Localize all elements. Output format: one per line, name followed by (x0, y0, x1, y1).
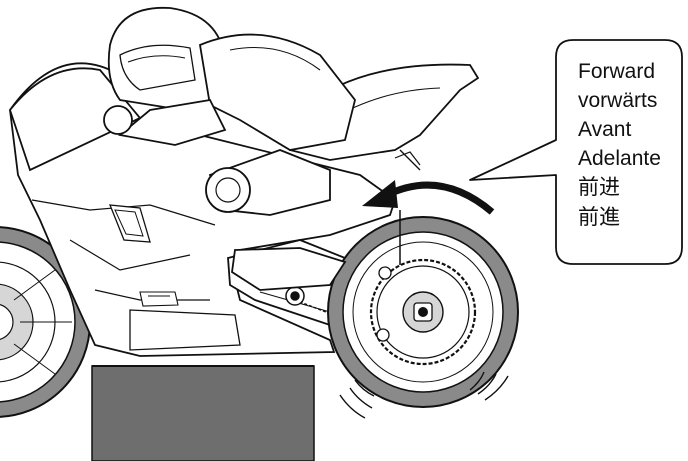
callout-line-forward-es: Adelante (578, 147, 661, 170)
callout-line-forward-zh-simplified: 前进 (578, 176, 620, 199)
callout-line-forward-fr: Avant (578, 118, 631, 141)
callout-line-forward-de: vorwärts (578, 89, 657, 112)
callout-line-forward-zh-traditional: 前進 (578, 206, 620, 229)
callout-line-forward-en: Forward (578, 60, 655, 83)
maintenance-stand (92, 366, 314, 461)
rear-wheel (328, 210, 518, 407)
callout-bubble: Forward vorwärts Avant Adelante 前进 前進 (470, 40, 682, 264)
